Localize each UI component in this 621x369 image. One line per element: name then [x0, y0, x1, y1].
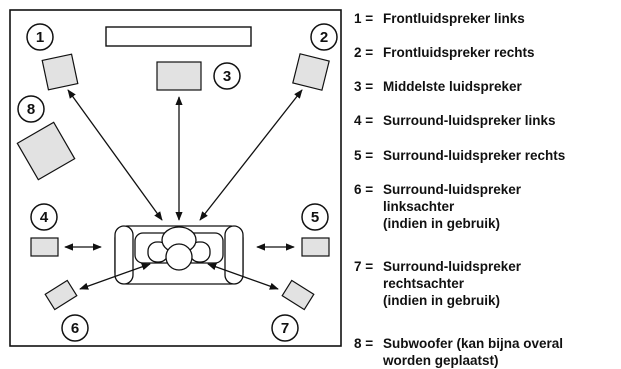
tv-screen	[105, 26, 252, 47]
badge-6-label: 6	[71, 320, 79, 337]
speaker-front-left	[41, 53, 79, 91]
badge-8-label: 8	[27, 101, 35, 118]
speaker-surround-right	[301, 237, 330, 257]
legend-equals: =	[365, 259, 374, 274]
arrow-surround-back-right	[207, 263, 279, 290]
speaker-surround-back-left	[44, 279, 78, 311]
arrow-front-left	[67, 89, 163, 221]
badge-5-label: 5	[311, 209, 319, 226]
listener	[147, 226, 211, 271]
legend-text: Frontluidspreker links	[383, 11, 525, 26]
legend-number: 4	[354, 113, 362, 128]
badge-8: 8	[17, 95, 45, 123]
badge-1-label: 1	[36, 29, 44, 46]
legend-equals: =	[365, 45, 374, 60]
legend-item-6: 6 = Surround-luidspreker linksachter (ind…	[354, 181, 521, 232]
badge-1: 1	[26, 23, 54, 51]
legend-text: Surround-luidspreker linksachter (indien…	[383, 182, 522, 231]
badge-2: 2	[310, 23, 338, 51]
legend-number: 3	[354, 79, 362, 94]
legend-number: 7	[354, 259, 362, 274]
badge-4: 4	[30, 203, 58, 231]
badge-4-label: 4	[40, 209, 49, 226]
legend-number: 2	[354, 45, 362, 60]
legend-text: Surround-luidspreker rechtsachter (indie…	[383, 259, 522, 308]
legend-item-1: 1 = Frontluidspreker links	[354, 10, 525, 27]
legend-item-8: 8 = Subwoofer (kan bijna overal worden ge…	[354, 335, 563, 369]
badge-5: 5	[301, 203, 329, 231]
legend-equals: =	[365, 336, 374, 351]
legend-text: Subwoofer (kan bijna overal worden gepla…	[383, 336, 564, 368]
arrows	[64, 89, 303, 290]
legend-number: 8	[354, 336, 362, 351]
speaker-front-right	[292, 53, 330, 91]
legend-item-3: 3 = Middelste luidspreker	[354, 78, 522, 95]
speaker-surround-back-right	[281, 279, 315, 311]
badge-2-label: 2	[320, 29, 328, 46]
legend-item-2: 2 = Frontluidspreker rechts	[354, 44, 535, 61]
speaker-layout-diagram: 1 2 3 4 5 6 7 8	[9, 9, 342, 347]
legend-text: Middelste luidspreker	[383, 79, 522, 94]
speaker-center	[156, 61, 202, 91]
legend-text: Surround-luidspreker links	[383, 113, 556, 128]
badge-3-label: 3	[223, 68, 231, 85]
legend-text: Surround-luidspreker rechts	[383, 148, 566, 163]
legend-equals: =	[365, 182, 374, 197]
legend-number: 1	[354, 11, 362, 26]
legend-equals: =	[365, 11, 374, 26]
legend-number: 6	[354, 182, 362, 197]
subwoofer	[16, 121, 76, 181]
legend-item-7: 7 = Surround-luidspreker rechtsachter (in…	[354, 258, 521, 309]
legend-item-5: 5 = Surround-luidspreker rechts	[354, 147, 565, 164]
legend-equals: =	[365, 148, 374, 163]
badge-3: 3	[213, 62, 241, 90]
badge-7-label: 7	[281, 320, 289, 337]
badge-6: 6	[61, 314, 89, 342]
arrow-front-right	[199, 89, 303, 221]
legend-equals: =	[365, 79, 374, 94]
legend-number: 5	[354, 148, 362, 163]
badge-7: 7	[271, 314, 299, 342]
legend-equals: =	[365, 113, 374, 128]
legend-item-4: 4 = Surround-luidspreker links	[354, 112, 556, 129]
arrow-surround-back-left	[79, 263, 151, 290]
speaker-surround-left	[30, 237, 59, 257]
legend-text: Frontluidspreker rechts	[383, 45, 535, 60]
